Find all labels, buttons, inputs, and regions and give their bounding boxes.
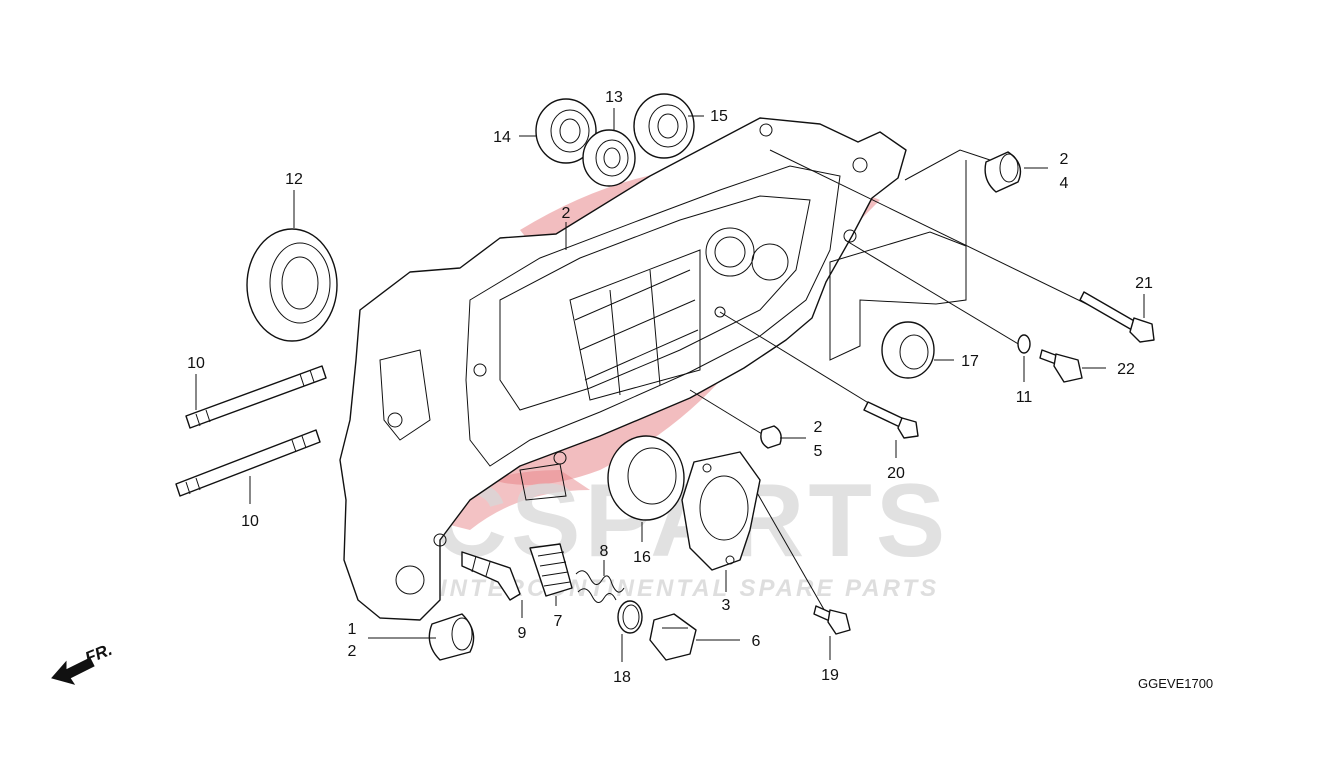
bolt-22 bbox=[1039, 349, 1083, 383]
leader-lines bbox=[195, 108, 1145, 662]
spring-8 bbox=[575, 570, 625, 603]
guide-lines bbox=[689, 149, 1141, 621]
diagram-code: GGEVE1700 bbox=[1138, 676, 1213, 691]
callout-7: 7 bbox=[554, 613, 563, 630]
callout-10-upper: 10 bbox=[187, 355, 205, 372]
callout-16: 16 bbox=[633, 549, 651, 566]
left-crankcase bbox=[339, 117, 907, 621]
callout-2-case: 2 bbox=[562, 205, 571, 222]
oil-seal-17 bbox=[881, 321, 935, 379]
callout-8: 8 bbox=[600, 543, 609, 560]
callout-13: 13 bbox=[605, 89, 623, 106]
callout-6: 6 bbox=[752, 633, 761, 650]
washer-11 bbox=[1017, 334, 1031, 354]
callout-15: 15 bbox=[710, 108, 728, 125]
watermark-tagline: INTERCONTINENTAL SPARE PARTS bbox=[440, 575, 939, 602]
bolt-21 bbox=[1079, 291, 1155, 343]
front-direction-indicator: FR. bbox=[51, 640, 115, 685]
oil-seal-16 bbox=[607, 435, 685, 521]
drain-bolt-9 bbox=[461, 551, 521, 601]
dowel-pin-upper-right bbox=[984, 151, 1022, 193]
callout-20: 20 bbox=[887, 465, 905, 482]
callout-19: 19 bbox=[821, 667, 839, 684]
bearing-13 bbox=[582, 129, 636, 187]
front-arrow-icon bbox=[51, 657, 95, 685]
callout-2-lower: 2 bbox=[348, 643, 357, 660]
bolt-19 bbox=[813, 605, 851, 635]
drain-plug-6 bbox=[649, 613, 697, 661]
front-label: FR. bbox=[82, 640, 115, 668]
dowel-pin-lower bbox=[428, 613, 475, 661]
callout-11: 11 bbox=[1016, 389, 1033, 406]
stud-lower bbox=[175, 429, 321, 497]
callout-22: 22 bbox=[1117, 361, 1135, 378]
callout-labels: 12 14 13 15 2 2 4 21 22 17 11 2 5 20 16 … bbox=[187, 89, 1153, 686]
callout-18: 18 bbox=[613, 669, 631, 686]
stud-upper bbox=[185, 365, 327, 429]
callout-12: 12 bbox=[285, 171, 303, 188]
bolt-20 bbox=[863, 401, 919, 439]
bearing-15 bbox=[633, 93, 695, 159]
callout-9: 9 bbox=[518, 625, 527, 642]
callout-2-upper-right: 2 bbox=[1060, 151, 1069, 168]
callout-14: 14 bbox=[493, 129, 511, 146]
bearing-12 bbox=[246, 228, 338, 342]
o-ring-18 bbox=[617, 600, 643, 634]
callout-21: 21 bbox=[1135, 275, 1153, 292]
bearing-14 bbox=[535, 98, 597, 164]
callout-5: 5 bbox=[814, 443, 823, 460]
callout-1: 1 bbox=[348, 621, 357, 638]
strainer-screen-7 bbox=[529, 543, 573, 597]
callout-3: 3 bbox=[722, 597, 731, 614]
callout-10-lower: 10 bbox=[241, 513, 259, 530]
dowel-pin-center bbox=[760, 425, 782, 449]
callout-17: 17 bbox=[961, 353, 979, 370]
watermark-logo-ring bbox=[430, 470, 590, 530]
callout-4: 4 bbox=[1060, 175, 1069, 192]
cover-plate-3 bbox=[681, 451, 761, 571]
callout-2-center: 2 bbox=[814, 419, 823, 436]
